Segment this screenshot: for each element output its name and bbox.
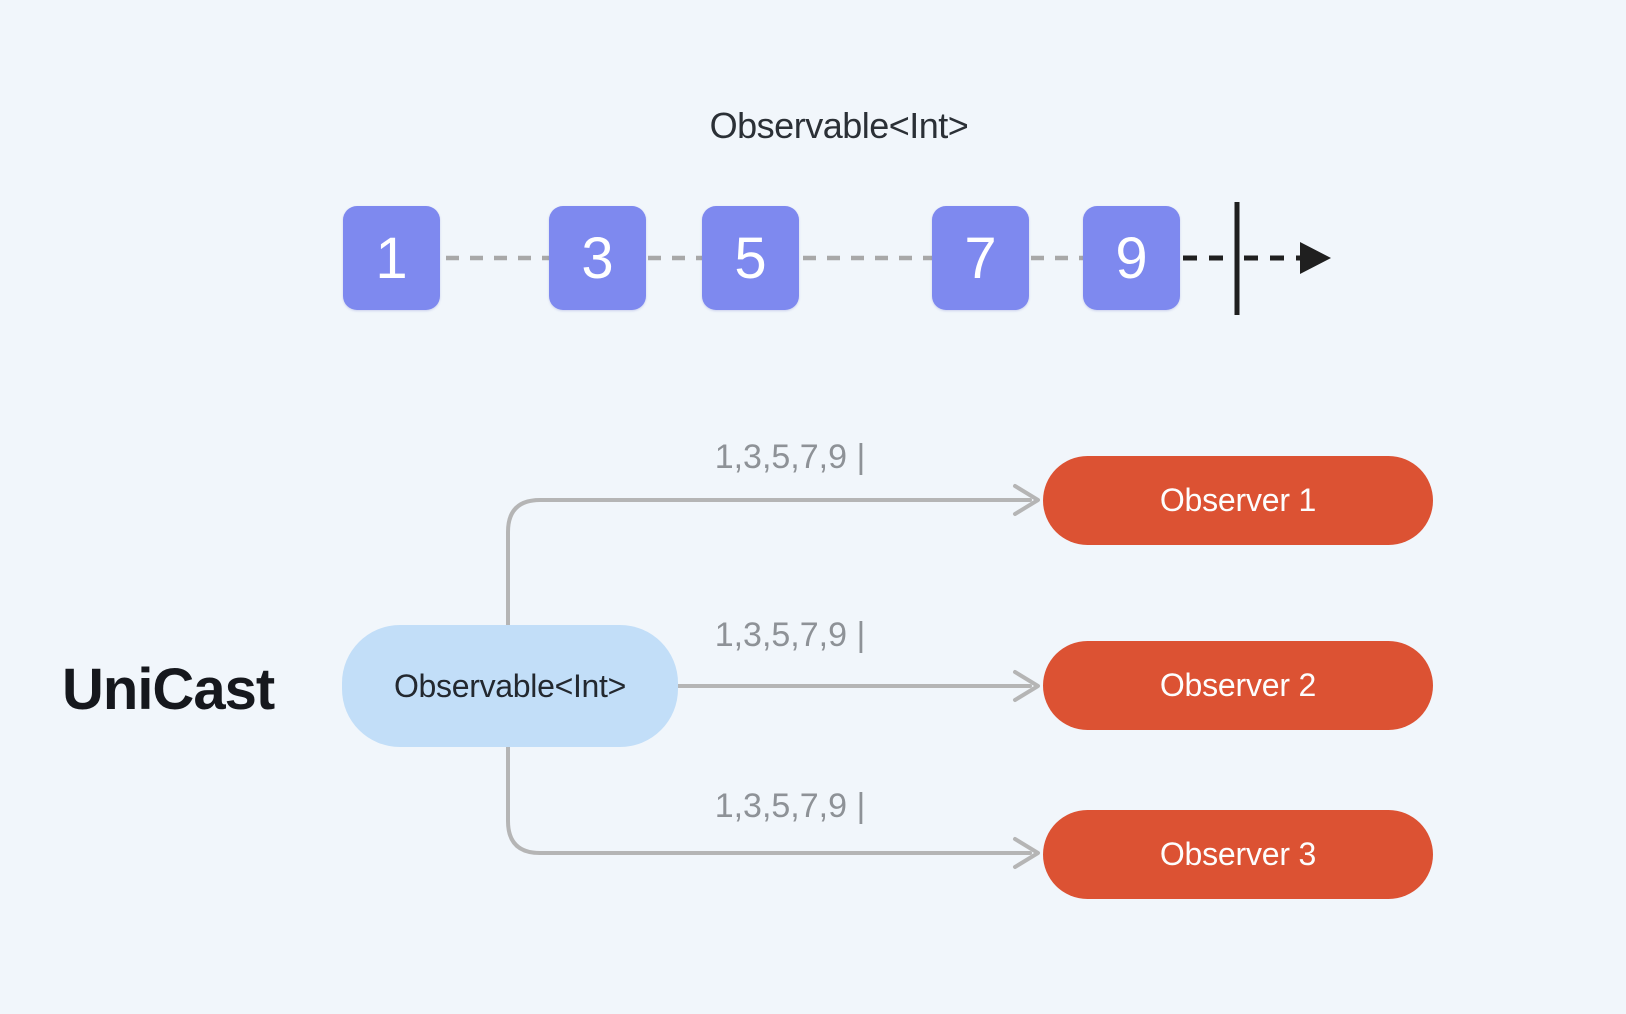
observer-2-pill: Observer 2 — [1043, 641, 1433, 730]
marble-box-1: 1 — [343, 206, 440, 310]
source-observable-label: Observable<Int> — [393, 667, 627, 704]
marble-value: 1 — [375, 225, 408, 291]
marble-box-3: 3 — [549, 206, 646, 310]
observer-3-label: Observer 3 — [1159, 836, 1317, 872]
branch-line-observer-1 — [506, 498, 1032, 627]
marble-box-9: 9 — [1083, 206, 1180, 310]
marble-box-5: 5 — [702, 206, 799, 310]
unicast-heading: UniCast — [62, 657, 275, 722]
observer-2-label: Observer 2 — [1159, 667, 1317, 703]
edge-label-observer-1: 1,3,5,7,9 | — [714, 438, 866, 476]
unicast-branch-lines — [506, 484, 1040, 869]
arrowhead-icon-observer-1 — [1013, 484, 1040, 516]
edge-label-observer-2: 1,3,5,7,9 | — [714, 616, 866, 654]
observer-3-pill: Observer 3 — [1043, 810, 1433, 899]
observer-1-pill: Observer 1 — [1043, 456, 1433, 545]
marble-value: 5 — [734, 225, 767, 291]
marble-value: 9 — [1115, 225, 1148, 291]
marble-box-7: 7 — [932, 206, 1029, 310]
branch-line-observer-3 — [506, 745, 1032, 855]
marble-timeline-title: Observable<Int> — [709, 105, 969, 146]
arrowhead-icon-observer-3 — [1013, 837, 1040, 869]
marble-value: 3 — [581, 225, 614, 291]
marble-value: 7 — [964, 225, 997, 291]
arrowhead-icon-observer-2 — [1013, 670, 1040, 702]
timeline-arrowhead-icon — [1300, 242, 1331, 274]
timeline-completion — [1183, 202, 1331, 315]
source-observable-pill: Observable<Int> — [342, 625, 678, 747]
edge-label-observer-3: 1,3,5,7,9 | — [714, 787, 866, 825]
observer-1-label: Observer 1 — [1159, 482, 1317, 518]
